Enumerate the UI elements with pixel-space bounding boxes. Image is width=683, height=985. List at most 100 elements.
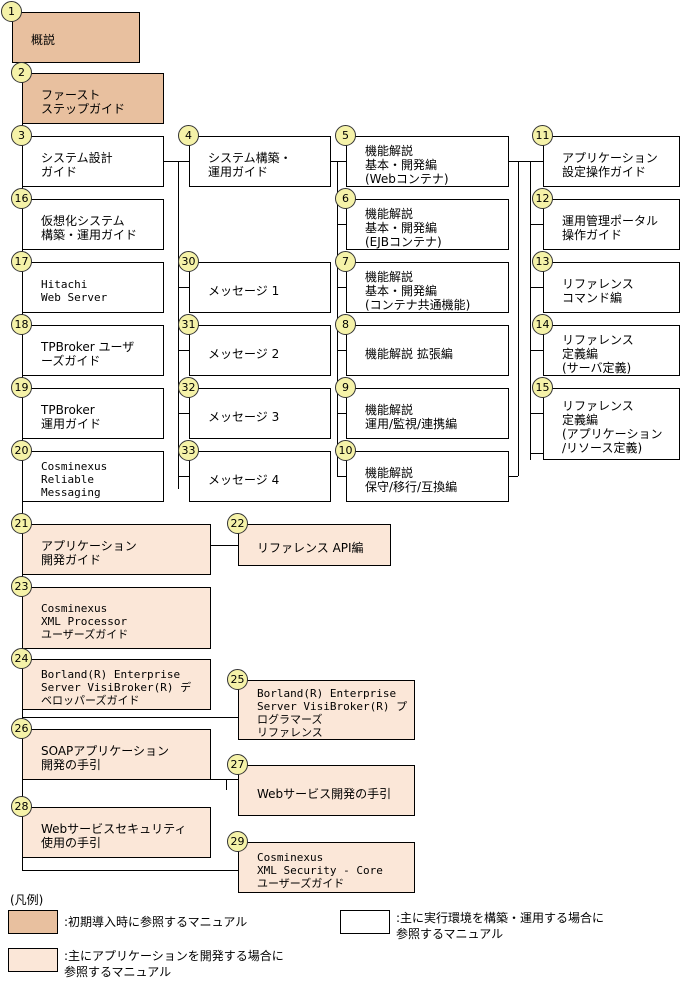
manual-number-badge: 10 bbox=[335, 440, 356, 461]
connector-line bbox=[509, 476, 518, 477]
manual-title-10: 機能解説 保守/移行/互換編 bbox=[365, 465, 458, 494]
manual-number-badge: 28 bbox=[11, 796, 32, 817]
manual-title-3: システム設計 ガイド bbox=[41, 150, 113, 179]
connector-line bbox=[178, 413, 189, 414]
connector-line bbox=[337, 224, 346, 225]
manual-box-9 bbox=[346, 388, 509, 439]
manual-number-badge: 16 bbox=[11, 188, 32, 209]
connector-line bbox=[337, 413, 346, 414]
manual-box-32 bbox=[189, 388, 331, 439]
manual-box-15 bbox=[543, 388, 680, 460]
manual-box-33 bbox=[189, 451, 331, 502]
manual-number-badge: 25 bbox=[227, 669, 248, 690]
connector-line bbox=[530, 287, 543, 288]
manual-box-10 bbox=[346, 451, 509, 502]
manual-number-badge: 2 bbox=[11, 62, 32, 83]
connector-line bbox=[518, 161, 519, 476]
manual-box-27 bbox=[238, 765, 415, 816]
connector-line bbox=[178, 476, 189, 477]
manual-number-badge: 30 bbox=[178, 251, 199, 272]
manual-number-badge: 5 bbox=[335, 125, 356, 146]
connector-line bbox=[337, 350, 346, 351]
manual-number-badge: 29 bbox=[227, 831, 248, 852]
connector-line bbox=[164, 161, 189, 162]
legend-runtime-text: :主に実行環境を構築・運用する場合に 参照するマニュアル bbox=[396, 911, 605, 941]
manual-title-31: メッセージ 2 bbox=[208, 346, 280, 361]
manual-number-badge: 4 bbox=[178, 125, 199, 146]
legend-app-dev-swatch bbox=[8, 948, 58, 972]
manual-box-24 bbox=[22, 659, 211, 710]
manual-box-21 bbox=[22, 524, 211, 575]
manual-number-badge: 7 bbox=[335, 251, 356, 272]
manual-number-badge: 13 bbox=[532, 251, 553, 272]
connector-line bbox=[178, 350, 189, 351]
manual-title-26: SOAPアプリケーション 開発の手引 bbox=[41, 743, 170, 772]
manual-box-1 bbox=[12, 12, 140, 63]
manual-title-33: メッセージ 4 bbox=[208, 472, 280, 487]
manual-title-23: Cosminexus XML Processor ユーザーズガイド bbox=[41, 601, 129, 641]
legend-intro-swatch bbox=[8, 910, 58, 934]
manual-box-4 bbox=[189, 136, 331, 187]
manual-number-badge: 22 bbox=[227, 513, 248, 534]
manual-number-badge: 27 bbox=[227, 754, 248, 775]
manual-title-11: アプリケーション 設定操作ガイド bbox=[562, 150, 658, 179]
connector-line bbox=[509, 161, 543, 162]
manual-title-19: TPBroker 運用ガイド bbox=[41, 402, 102, 431]
manual-number-badge: 31 bbox=[178, 314, 199, 335]
manual-box-16 bbox=[22, 199, 164, 250]
manual-box-29 bbox=[238, 842, 415, 893]
legend-title: (凡例) bbox=[10, 893, 44, 907]
manual-box-22 bbox=[238, 524, 391, 566]
manual-number-badge: 21 bbox=[11, 513, 32, 534]
manual-number-badge: 12 bbox=[532, 188, 553, 209]
manual-box-14 bbox=[543, 325, 680, 376]
manual-number-badge: 11 bbox=[532, 125, 553, 146]
manual-title-29: Cosminexus XML Security - Core ユーザーズガイド bbox=[257, 851, 383, 890]
manual-box-6 bbox=[346, 199, 509, 250]
legend-intro-text: :初期導入時に参照するマニュアル bbox=[64, 915, 248, 929]
manual-title-18: TPBroker ユーザ ーズガイド bbox=[41, 339, 135, 368]
manual-number-badge: 9 bbox=[335, 377, 356, 398]
connector-line bbox=[530, 350, 543, 351]
connector-line bbox=[530, 161, 531, 460]
manual-title-27: Webサービス開発の手引 bbox=[257, 786, 392, 801]
manual-box-8 bbox=[346, 325, 509, 376]
manual-title-14: リファレンス 定義編 (サーバ定義) bbox=[562, 332, 634, 375]
manual-number-badge: 15 bbox=[532, 377, 553, 398]
connector-line bbox=[211, 545, 238, 546]
manual-title-20: Cosminexus Reliable Messaging bbox=[41, 460, 108, 499]
manual-title-2: ファースト ステップガイド bbox=[41, 87, 126, 116]
manual-number-badge: 20 bbox=[11, 440, 32, 461]
manual-box-31 bbox=[189, 325, 331, 376]
connector-line bbox=[530, 413, 543, 414]
connector-line bbox=[337, 287, 346, 288]
manual-number-badge: 3 bbox=[11, 125, 32, 146]
manual-box-5 bbox=[346, 136, 509, 187]
manual-title-22: リファレンス API編 bbox=[257, 541, 364, 555]
manual-number-badge: 1 bbox=[1, 1, 22, 22]
manual-number-badge: 23 bbox=[11, 576, 32, 597]
manual-title-6: 機能解説 基本・開発編 (EJBコンテナ) bbox=[365, 206, 442, 249]
manual-box-19 bbox=[22, 388, 164, 439]
manual-box-20 bbox=[22, 451, 164, 502]
manual-title-25: Borland(R) Enterprise Server VisiBroker(… bbox=[257, 687, 408, 739]
manual-box-7 bbox=[346, 262, 509, 313]
connector-line bbox=[22, 870, 238, 871]
connector-line bbox=[337, 476, 346, 477]
connector-line bbox=[331, 161, 346, 162]
manual-title-1: 概説 bbox=[31, 32, 56, 47]
manual-number-badge: 33 bbox=[178, 440, 199, 461]
manual-box-26 bbox=[22, 729, 211, 780]
manual-number-badge: 14 bbox=[532, 314, 553, 335]
manual-number-badge: 24 bbox=[11, 648, 32, 669]
legend-app-dev-text: :主にアプリケーションを開発する場合に 参照するマニュアル bbox=[64, 949, 284, 979]
manual-number-badge: 18 bbox=[11, 314, 32, 335]
manual-box-25 bbox=[238, 680, 415, 740]
manual-box-23 bbox=[22, 587, 211, 649]
manual-title-28: Webサービスセキュリティ 使用の手引 bbox=[41, 821, 187, 850]
manual-title-30: メッセージ 1 bbox=[208, 283, 280, 298]
connector-line bbox=[178, 287, 189, 288]
manual-title-8: 機能解説 拡張編 bbox=[365, 346, 453, 361]
manual-title-15: リファレンス 定義編 (アプリケーション /リソース定義) bbox=[562, 399, 663, 455]
